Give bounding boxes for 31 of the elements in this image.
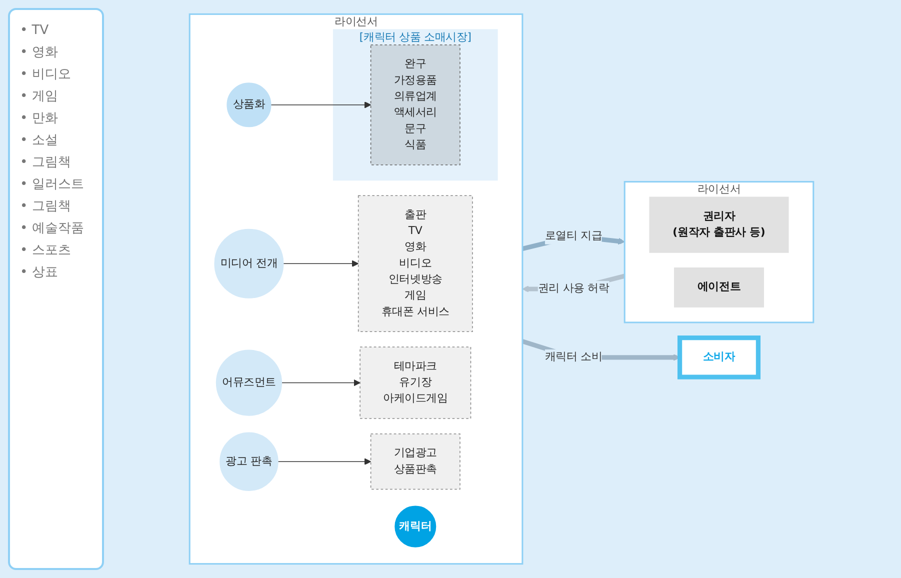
node-box: 권리자 (원작자 출판사 등) [649, 196, 789, 253]
list-item: • 그림책 [20, 198, 72, 216]
edge-label: 권리 사용 허락 [538, 282, 610, 295]
node-circle: 캐릭터 [392, 504, 438, 550]
node-box: 출판 TV 영화 비디오 인터넷방송 게임 휴대폰 서비스 [358, 195, 473, 332]
node-box: 에이전트 [674, 267, 764, 308]
arrow [270, 101, 372, 108]
arrow [282, 260, 359, 267]
node-box: 소비자 [677, 336, 761, 380]
node-circle: 어뮤즈먼트 [216, 350, 282, 416]
node-circle: 광고 판촉 [220, 432, 278, 491]
list-item: • 영화 [20, 44, 59, 62]
list-item: • 상표 [20, 264, 59, 282]
arrow [281, 379, 360, 386]
node-box: 테마파크 유기장 아케이드게임 [360, 346, 472, 419]
edge-label: 로열티 지급 [544, 230, 602, 242]
list-item: • 일러스트 [20, 176, 85, 194]
list-item: • 비디오 [20, 66, 72, 84]
arrow [278, 458, 372, 465]
list-item: • 만화 [20, 110, 59, 128]
list-item: • 예술작품 [20, 220, 85, 238]
node-box: 기업광고 상품판촉 [370, 434, 460, 490]
list-item: • 게임 [20, 88, 59, 106]
edge-label: 캐릭터 소비 [544, 350, 602, 364]
node-circle: 상품화 [226, 82, 272, 128]
node-circle: 미디어 전개 [214, 228, 284, 298]
list-item: • TV [20, 22, 50, 40]
list-item: • 그림책 [20, 154, 72, 172]
list-item: • 스포츠 [20, 242, 72, 260]
list-item: • 소설 [20, 132, 59, 150]
node-box: 완구 가정용품 의류업계 액세서리 문구 식품 [370, 44, 460, 166]
